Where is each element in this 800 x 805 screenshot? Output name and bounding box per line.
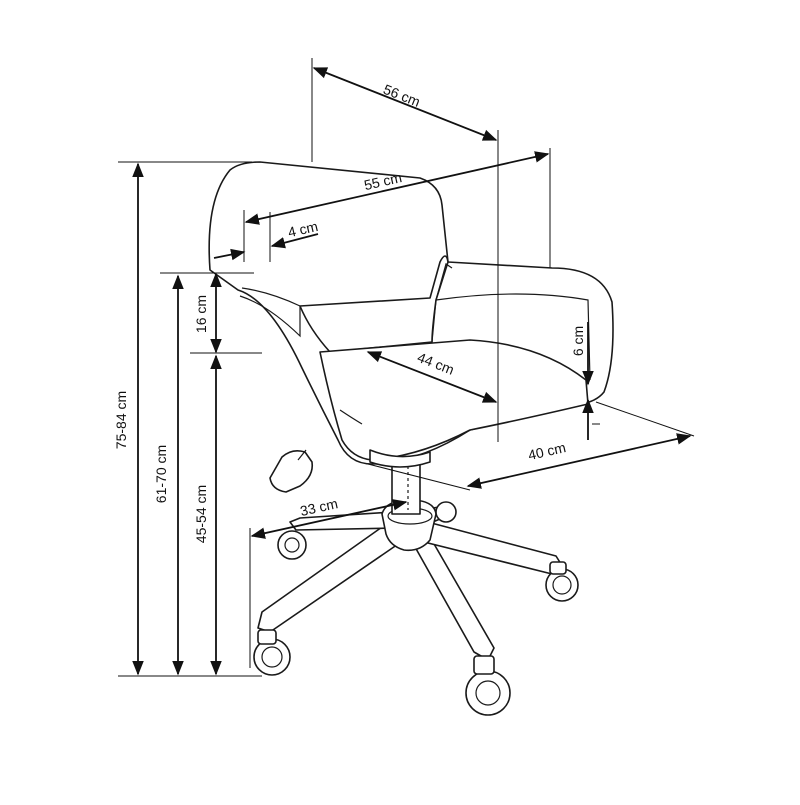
caster-front	[465, 655, 511, 716]
rear-caster	[269, 449, 314, 493]
label-75-84cm: 75-84 cm	[113, 391, 129, 449]
caster-left	[277, 530, 307, 560]
label-56cm: 56 cm	[381, 81, 422, 110]
dimension-lines	[118, 58, 695, 677]
label-33cm: 33 cm	[299, 495, 340, 519]
label-61-70cm: 61-70 cm	[153, 445, 169, 503]
chair	[208, 161, 614, 716]
label-16cm: 16 cm	[193, 295, 209, 333]
label-4cm: 4 cm	[286, 218, 319, 240]
caster-right	[545, 561, 579, 602]
label-45-54cm: 45-54 cm	[193, 485, 209, 543]
gas-lift	[391, 461, 421, 515]
label-40cm: 40 cm	[527, 439, 568, 463]
caster-front-left	[253, 629, 291, 676]
seat-shell	[208, 161, 614, 468]
label-6cm: 6 cm	[570, 326, 586, 356]
caster-rear-right	[435, 501, 457, 523]
